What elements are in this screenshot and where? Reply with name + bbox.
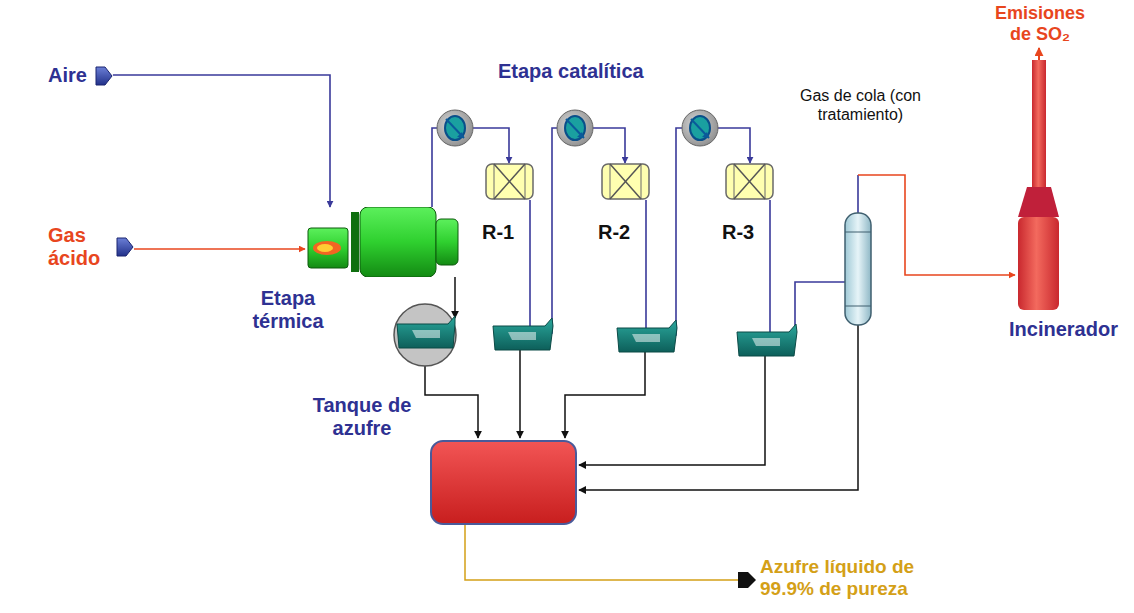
sulfur-condenser xyxy=(493,318,553,350)
gas-line xyxy=(454,277,456,318)
emission-arrow xyxy=(1038,48,1040,60)
product-label: Azufre líquido de 99.9% de pureza xyxy=(760,556,938,600)
reheater xyxy=(557,110,593,146)
feed-inlet: Gas ácido xyxy=(48,222,134,272)
sulfur-drain xyxy=(519,350,521,438)
catalytic-reactor-shape xyxy=(482,163,537,200)
incinerator-shape xyxy=(1015,60,1062,310)
process-flow-line xyxy=(113,75,330,207)
tail-gas-column xyxy=(845,213,871,325)
sulfur-tank: Tanque de azufre xyxy=(430,440,577,525)
thermal-stage-furnace: Etapa térmica xyxy=(305,207,460,277)
catalytic-reactor: R-1 xyxy=(482,163,537,200)
waste-heat-boiler xyxy=(394,304,456,366)
sulfur-condenser xyxy=(737,324,797,356)
inlet-arrow-icon xyxy=(116,237,134,257)
incinerator: Incinerador xyxy=(1015,60,1062,310)
sulfur-condenser xyxy=(397,316,455,348)
edge-label: Gas de cola (con tratamiento) xyxy=(793,86,928,124)
emission-label: Emisiones de SO₂ xyxy=(985,3,1095,45)
node-label: R-3 xyxy=(722,221,754,244)
node-label: R-1 xyxy=(482,221,514,244)
stage-title: Etapa catalítica xyxy=(498,60,644,83)
thermal-stage-furnace-shape xyxy=(305,207,460,277)
node-label: Gas ácido xyxy=(48,224,108,270)
product-line xyxy=(465,525,738,580)
catalytic-reactor-shape xyxy=(598,163,653,200)
node-label: Aire xyxy=(48,64,87,87)
flow-line-segment xyxy=(113,75,330,207)
sulfur-drain xyxy=(425,366,478,438)
node-label: R-2 xyxy=(598,221,630,244)
process-flow-line xyxy=(134,249,305,250)
flow-line-segment xyxy=(134,248,305,250)
inlet-arrow-icon xyxy=(95,66,113,86)
product-arrow xyxy=(738,572,756,588)
flow-line-segment xyxy=(858,175,1015,275)
feed-inlet: Aire xyxy=(48,62,113,89)
sulfur-drain xyxy=(565,352,645,438)
process-flow-line xyxy=(770,175,1015,340)
node-label: Etapa térmica xyxy=(243,287,333,333)
node-label: Incinerador xyxy=(1009,318,1118,341)
catalytic-reactor-shape xyxy=(722,163,777,200)
reheater xyxy=(437,110,473,146)
catalytic-reactor: R-2 xyxy=(598,163,653,200)
sulfur-condenser xyxy=(617,320,677,352)
reheater xyxy=(682,110,718,146)
node-label: Tanque de azufre xyxy=(306,394,418,440)
sulfur-drain xyxy=(579,356,765,465)
catalytic-reactor: R-3 xyxy=(722,163,777,200)
sulfur-tank-shape xyxy=(430,440,577,525)
